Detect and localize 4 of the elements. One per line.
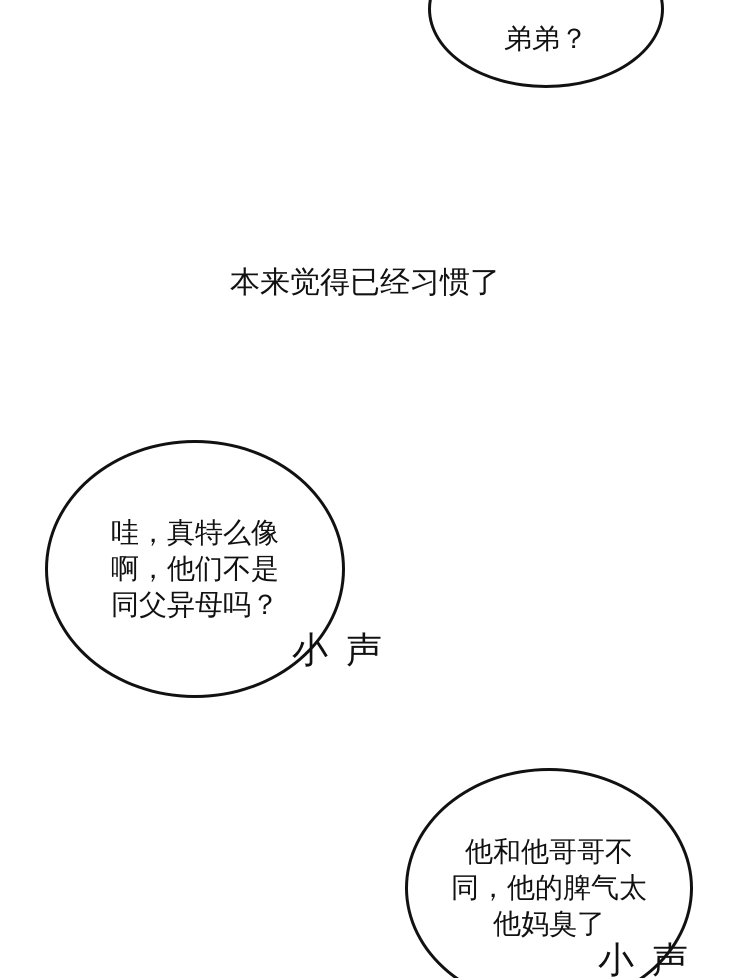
dialogue-text: 弟弟？ xyxy=(503,21,589,57)
dialogue-text: 他和他哥哥不同，他的脾气太他妈臭了 xyxy=(450,834,648,942)
dialogue-text: 哇，真特么像啊，他们不是同父异母吗？ xyxy=(110,515,280,623)
caption-text: 本来觉得已经习惯了 xyxy=(230,264,500,302)
